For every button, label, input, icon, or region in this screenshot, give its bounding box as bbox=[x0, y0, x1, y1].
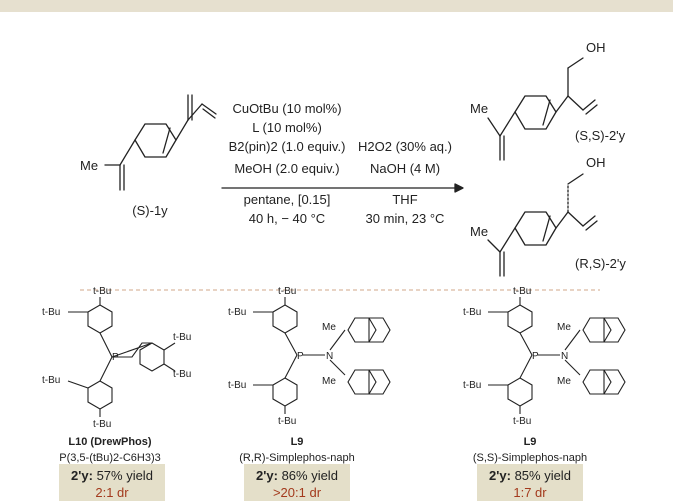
ligand-l9-rr-structure bbox=[253, 297, 391, 414]
product-top-label: (S,S)-2'y bbox=[575, 128, 626, 143]
condition-3: B2(pin)2 (1.0 equiv.) bbox=[229, 139, 346, 154]
l9ss-tbu-2: t-Bu bbox=[463, 307, 481, 318]
product-bottom-label: (R,S)-2'y bbox=[575, 256, 626, 271]
condition-4: MeOH (2.0 equiv.) bbox=[234, 161, 339, 176]
substrate-label: (S)-1y bbox=[132, 203, 168, 218]
product-rs-structure bbox=[487, 173, 598, 277]
result-box-2: 2'y: 86% yield >20:1 dr bbox=[244, 464, 350, 501]
ligand-1-formula: P(3,5-(tBu)2-C6H3)3 bbox=[59, 452, 160, 464]
ligand-1-name: L10 (DrewPhos) bbox=[68, 436, 151, 448]
result-1-dr: 2:1 dr bbox=[95, 485, 129, 500]
l9ss-n: N bbox=[561, 351, 568, 362]
result-2-dr: >20:1 dr bbox=[272, 485, 322, 500]
l10-tbu-1: t-Bu bbox=[93, 286, 111, 297]
result-3-label: 2'y: bbox=[489, 468, 511, 483]
condition-10: 30 min, 23 °C bbox=[366, 211, 445, 226]
result-1-yield: 57% yield bbox=[96, 468, 153, 483]
l9ss-p: P bbox=[532, 351, 539, 362]
l9ss-me-2: Me bbox=[557, 376, 571, 387]
result-3-yield: 85% yield bbox=[514, 468, 571, 483]
l9rr-tbu-4: t-Bu bbox=[278, 416, 296, 427]
result-2-yield: 86% yield bbox=[281, 468, 338, 483]
l9rr-n: N bbox=[326, 351, 333, 362]
product-top-oh: OH bbox=[586, 40, 606, 55]
result-box-1: 2'y: 57% yield 2:1 dr bbox=[59, 464, 165, 501]
l10-tbu-6: t-Bu bbox=[93, 419, 111, 430]
ligand-3-name: L9 bbox=[524, 436, 537, 448]
l9rr-me-2: Me bbox=[322, 376, 336, 387]
l10-tbu-3: t-Bu bbox=[173, 332, 191, 343]
result-3-dr: 1:7 dr bbox=[513, 485, 547, 500]
condition-8: NaOH (4 M) bbox=[370, 161, 440, 176]
l9ss-me-1: Me bbox=[557, 322, 571, 333]
ligand-l10-structure bbox=[67, 297, 176, 417]
l9ss-tbu-4: t-Bu bbox=[513, 416, 531, 427]
substrate-me-label: Me bbox=[80, 158, 98, 173]
condition-1: CuOtBu (10 mol%) bbox=[232, 101, 341, 116]
ligand-l9-ss-structure bbox=[488, 297, 626, 414]
ligand-2-name: L9 bbox=[291, 436, 304, 448]
condition-7: H2O2 (30% aq.) bbox=[358, 139, 452, 154]
result-2-label: 2'y: bbox=[256, 468, 278, 483]
substrate-structure bbox=[104, 94, 217, 191]
result-1-label: 2'y: bbox=[71, 468, 93, 483]
ligand-2-formula: (R,R)-Simplephos-naph bbox=[239, 452, 355, 464]
condition-2: L (10 mol%) bbox=[252, 120, 322, 135]
l10-tbu-4: t-Bu bbox=[173, 369, 191, 380]
ligand-3-formula: (S,S)-Simplephos-naph bbox=[473, 452, 587, 464]
product-bottom-oh: OH bbox=[586, 155, 606, 170]
condition-9: THF bbox=[392, 192, 417, 207]
l10-tbu-5: t-Bu bbox=[42, 375, 60, 386]
l9ss-tbu-1: t-Bu bbox=[513, 286, 531, 297]
top-banner bbox=[0, 0, 673, 12]
l9rr-tbu-1: t-Bu bbox=[278, 286, 296, 297]
l9rr-me-1: Me bbox=[322, 322, 336, 333]
l9rr-p: P bbox=[297, 351, 304, 362]
l9rr-tbu-2: t-Bu bbox=[228, 307, 246, 318]
result-box-3: 2'y: 85% yield 1:7 dr bbox=[477, 464, 583, 501]
l10-p: P bbox=[112, 352, 119, 363]
product-top-me: Me bbox=[470, 101, 488, 116]
product-bottom-me: Me bbox=[470, 224, 488, 239]
l9rr-tbu-3: t-Bu bbox=[228, 380, 246, 391]
l10-tbu-2: t-Bu bbox=[42, 307, 60, 318]
product-ss-structure bbox=[487, 57, 598, 161]
condition-5: pentane, [0.15] bbox=[244, 192, 331, 207]
l9ss-tbu-3: t-Bu bbox=[463, 380, 481, 391]
condition-6: 40 h, − 40 °C bbox=[249, 211, 325, 226]
